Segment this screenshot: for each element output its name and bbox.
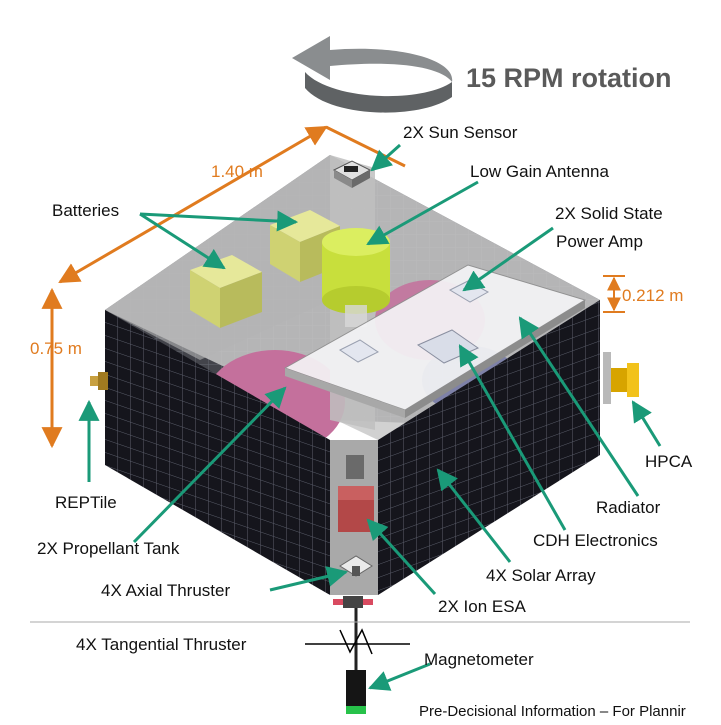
- tangential-thruster: [333, 596, 373, 608]
- hpca-instrument: [603, 352, 639, 404]
- width-dimension-label: 1.40 m: [211, 162, 263, 181]
- batteries-label: Batteries: [52, 201, 120, 220]
- low-gain-antenna-label: Low Gain Antenna: [470, 162, 609, 181]
- panel-dimension-label: 0.212 m: [622, 286, 684, 305]
- cdh-label: CDH Electronics: [533, 531, 658, 550]
- footer-notice: Pre-Decisional Information – For Plannir: [419, 703, 686, 720]
- rotation-arrow-icon: [292, 36, 453, 113]
- hpca-label: HPCA: [645, 452, 693, 471]
- radiator-panel: [283, 264, 587, 418]
- axial-thruster-label: 4X Axial Thruster: [101, 581, 231, 600]
- solar-array-right: [378, 300, 600, 595]
- sun-sensor: [332, 160, 372, 188]
- rotation-title: 15 RPM rotation: [466, 63, 672, 93]
- reptile-label: REPTile: [55, 493, 117, 512]
- thruster-housing: [346, 455, 364, 479]
- tangential-thruster-label: 4X Tangential Thruster: [76, 635, 247, 654]
- magnetometer-label: Magnetometer: [424, 650, 534, 669]
- panel-dimension: [603, 275, 625, 313]
- solar-array-left: [105, 310, 330, 595]
- sspa-label-line2: Power Amp: [556, 232, 643, 251]
- boom-break-symbol: [339, 628, 373, 655]
- radiator-label: Radiator: [596, 498, 661, 517]
- propellant-tank-label: 2X Propellant Tank: [37, 539, 180, 558]
- sun-sensor-label: 2X Sun Sensor: [403, 123, 518, 142]
- height-dimension-label: 0.75 m: [30, 339, 82, 358]
- magnetometer-boom: [346, 608, 366, 714]
- reptile-instrument: [90, 372, 108, 390]
- sspa-label-line1: 2X Solid State: [555, 204, 663, 223]
- leader-lines: [78, 143, 662, 691]
- ion-esa-label: 2X Ion ESA: [438, 597, 526, 616]
- ion-esa: [338, 486, 374, 532]
- solar-array-label: 4X Solar Array: [486, 566, 596, 585]
